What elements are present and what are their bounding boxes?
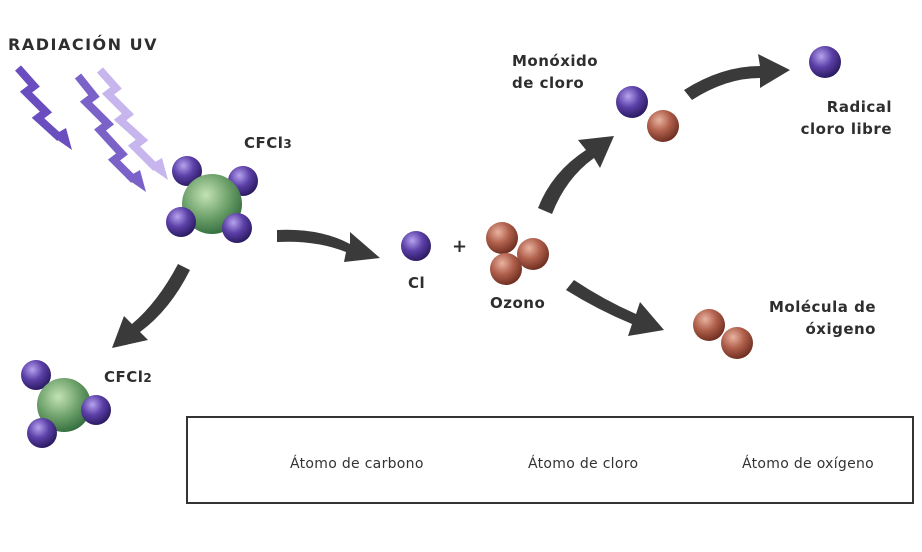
arrow-cfcl3-to-cl	[277, 229, 380, 262]
chlorine-monoxide-label-line2: de cloro	[512, 74, 585, 92]
uv-radiation-label: RADIACIÓN UV	[8, 35, 158, 54]
oxygen-molecule-label-line2: óxigeno	[805, 320, 876, 338]
legend-chlorine-label: Átomo de cloro	[528, 456, 639, 472]
uv-arrows	[15, 65, 168, 192]
free-chlorine-radical	[809, 46, 841, 78]
free-radical-label-line2: cloro libre	[800, 120, 892, 138]
arrow-ozone-to-oxygen	[566, 280, 664, 336]
cfcl3-label-sub: 3	[283, 137, 293, 151]
legend-oxygen-label: Átomo de oxígeno	[742, 456, 875, 472]
chlorine-monoxide-label-line1: Monóxido	[512, 52, 599, 70]
ozone-molecule	[486, 222, 549, 285]
free-radical-label-line1: Radical	[826, 98, 892, 116]
cfcl2-label-main: CFCl	[104, 368, 144, 386]
oxygen-molecule-label-line1: Molécula de	[768, 298, 876, 316]
uv-arrow-dark	[15, 65, 63, 141]
cfcl3-molecule	[166, 156, 258, 243]
arrow-monoxide-to-radical	[684, 54, 790, 100]
legend-box	[186, 416, 914, 504]
cfcl3-label: CFCl3	[244, 134, 292, 153]
cfcl2-label: CFCl2	[104, 368, 152, 387]
uv-arrow-light	[97, 67, 159, 171]
oxygen-molecule-label: Molécula de óxigeno	[744, 296, 876, 340]
reaction-arrows	[112, 54, 790, 348]
cl-atom	[401, 231, 431, 261]
cl-label: Cl	[408, 274, 426, 292]
oxygen-molecule	[693, 309, 753, 359]
ozone-label: Ozono	[490, 294, 546, 312]
chlorine-monoxide-label: Monóxido de cloro	[512, 50, 598, 94]
uv-arrow-medium	[74, 73, 137, 183]
chlorine-monoxide-molecule	[616, 86, 679, 142]
plus-sign: +	[452, 236, 468, 257]
cfcl2-molecule	[21, 360, 111, 448]
legend-carbon-label: Átomo de carbono	[290, 456, 424, 472]
free-radical-label: Radical cloro libre	[780, 96, 892, 140]
arrow-ozone-to-monoxide	[538, 136, 614, 214]
cfcl2-label-sub: 2	[143, 371, 153, 385]
cfcl3-label-main: CFCl	[244, 134, 284, 152]
arrow-cfcl3-to-cfcl2	[112, 264, 190, 348]
